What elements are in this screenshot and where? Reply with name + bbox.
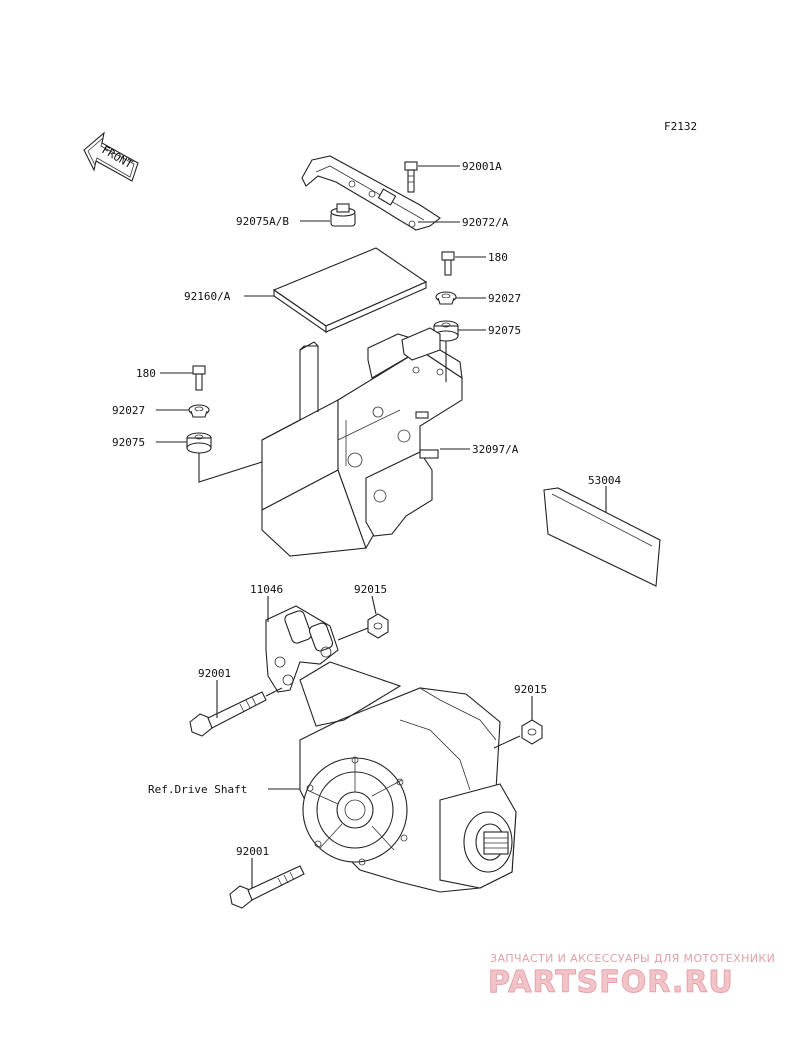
watermark-brand: PARTSFOR.RU — [488, 965, 734, 1000]
bolt-180-left — [192, 365, 206, 391]
mount-bracket — [265, 605, 339, 693]
bolt-92001-bottom — [229, 865, 305, 909]
callout-92075-left: 92075 — [112, 436, 145, 449]
bolt-92001-mid — [189, 691, 267, 737]
battery-case — [261, 327, 463, 557]
callout-180-top: 180 — [488, 251, 508, 264]
callout-92160a: 92160/A — [184, 290, 231, 303]
nut-92015-top — [367, 613, 389, 639]
guide-line-bracket — [299, 661, 402, 727]
battery-bracket — [301, 155, 441, 231]
callout-92001a: 92001A — [462, 160, 502, 173]
callout-92072a: 92072/A — [462, 216, 509, 229]
leader-nut-top — [337, 627, 369, 641]
grommet-92075-left — [186, 432, 212, 454]
watermark-subtitle: ЗАПЧАСТИ И АКСЕССУАРЫ ДЛЯ МОТОТЕХНИКИ — [490, 952, 775, 965]
final-drive-case — [299, 687, 517, 893]
bolt-92001a — [404, 161, 418, 193]
leader-92015-top — [371, 595, 377, 615]
callout-11046: 11046 — [250, 583, 283, 596]
callout-92001-bottom: 92001 — [236, 845, 269, 858]
label-plate — [543, 487, 661, 587]
callout-92027-top: 92027 — [488, 292, 521, 305]
callout-ref-drive-shaft: Ref.Drive Shaft — [148, 783, 247, 796]
leader-nut-right — [493, 735, 521, 749]
callout-92015-top: 92015 — [354, 583, 387, 596]
callout-92027-left: 92027 — [112, 404, 145, 417]
callout-92075ab: 92075A/B — [236, 215, 289, 228]
collar-92027-top — [435, 291, 457, 305]
callout-92015-right: 92015 — [514, 683, 547, 696]
leader-bolt-mid — [265, 687, 283, 697]
front-arrow-icon: FRONT — [83, 131, 139, 182]
nut-92015-right — [521, 719, 543, 745]
callout-32097a: 32097/A — [472, 443, 519, 456]
bolt-180-top — [441, 251, 455, 276]
figure-code: F2132 — [664, 120, 697, 133]
callout-92075-top: 92075 — [488, 324, 521, 337]
callout-92001-mid: 92001 — [198, 667, 231, 680]
battery-pad — [272, 247, 428, 334]
leader-left-grommet — [198, 453, 263, 483]
collar-92027-left — [188, 404, 210, 418]
grommet-92075ab — [330, 203, 356, 227]
callout-53004: 53004 — [588, 474, 621, 487]
watermark: ЗАПЧАСТИ И АКСЕССУАРЫ ДЛЯ МОТОТЕХНИКИ PA… — [488, 952, 775, 1001]
callout-180-left: 180 — [136, 367, 156, 380]
